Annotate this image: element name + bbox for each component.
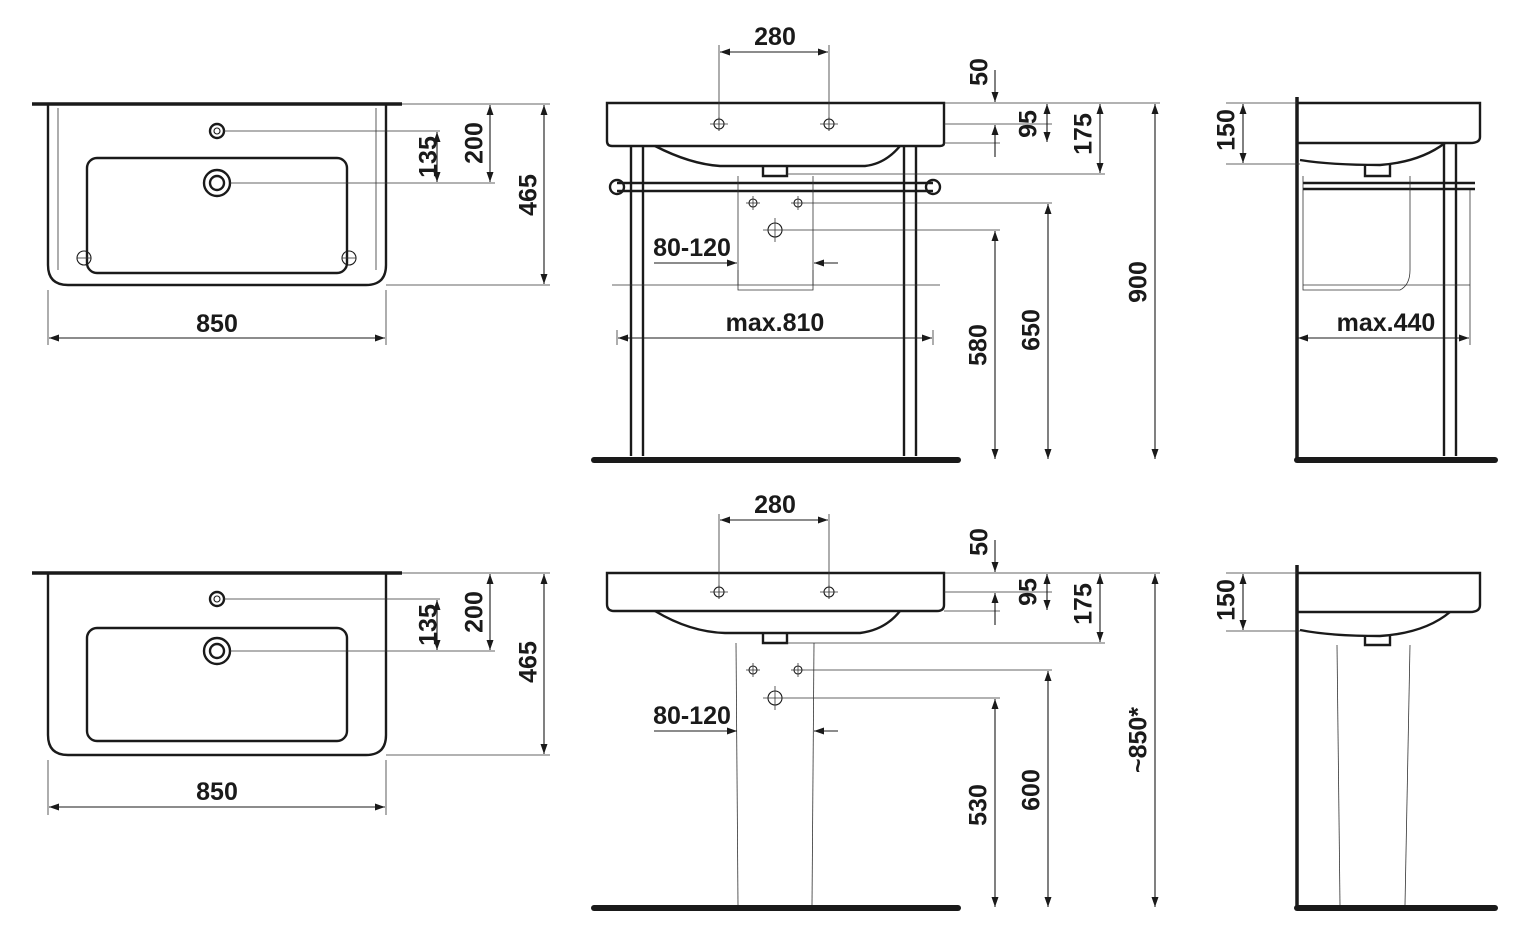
dim-label: max.810 <box>726 309 825 337</box>
dim-label: 50 <box>966 528 994 556</box>
dim-label: 200 <box>461 591 489 633</box>
dim-label: 530 <box>965 784 993 826</box>
dim-label: 600 <box>1018 769 1046 811</box>
dim-label: 280 <box>754 491 796 519</box>
dim-label: 80-120 <box>653 234 731 262</box>
dim-label: 150 <box>1213 109 1241 151</box>
bottom-side-view: 150 <box>1213 565 1498 911</box>
tap-hole-icon <box>208 122 226 140</box>
dim-label: 850 <box>196 778 238 806</box>
dim-label: 465 <box>515 641 543 683</box>
dim-label: 95 <box>1015 578 1043 606</box>
dim-label: 465 <box>515 174 543 216</box>
dim-label: 200 <box>461 122 489 164</box>
dim-label: 850 <box>196 310 238 338</box>
dim-label: 650 <box>1018 309 1046 351</box>
bottom-front-view: 280 50 95 175 ~850* 600 530 80-120 <box>591 491 1160 911</box>
dim-label: 150 <box>1213 579 1241 621</box>
dim-label: 135 <box>415 604 443 646</box>
dim-label: 80-120 <box>653 702 731 730</box>
top-plan-view: 135 200 465 850 <box>32 102 550 345</box>
dim-label: 135 <box>415 136 443 178</box>
tap-hole-icon <box>208 590 226 608</box>
dim-label: 95 <box>1015 110 1043 138</box>
dim-label: max.440 <box>1337 309 1436 337</box>
bottom-plan-view: 135 200 465 850 <box>32 571 550 815</box>
drain-icon <box>202 636 232 666</box>
dim-label: 580 <box>965 324 993 366</box>
dim-label: 900 <box>1125 261 1153 303</box>
top-side-view: 150 max.440 <box>1213 97 1498 463</box>
dim-label: 175 <box>1070 113 1098 155</box>
dim-label: 280 <box>754 23 796 51</box>
dim-label: 175 <box>1070 583 1098 625</box>
dim-label: ~850* <box>1125 707 1153 773</box>
top-front-view: 280 50 95 175 900 650 580 80-120 max.810 <box>591 23 1160 463</box>
dim-label: 50 <box>966 58 994 86</box>
drain-icon <box>202 168 232 198</box>
